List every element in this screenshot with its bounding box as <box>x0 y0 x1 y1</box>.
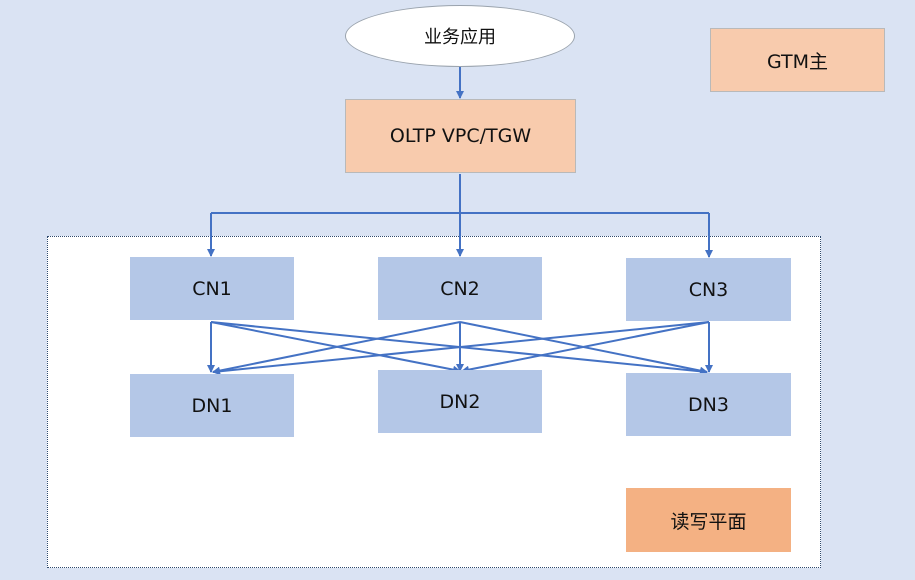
arrow-cn3-to-dn2 <box>461 321 710 374</box>
read-write-plane-label: 读写平面 <box>626 488 791 552</box>
arrow-cn3-to-dn1 <box>212 321 710 376</box>
cn2-node: CN2 <box>378 257 542 320</box>
cn1-node: CN1 <box>130 257 294 320</box>
gateway-node: OLTP VPC/TGW <box>345 99 576 173</box>
cn3-node: CN3 <box>626 258 791 321</box>
dn2-node: DN2 <box>378 370 542 433</box>
dn1-node: DN1 <box>130 374 294 437</box>
business-app-node: 业务应用 <box>345 5 575 67</box>
gtm-node: GTM主 <box>710 28 885 92</box>
dn3-node: DN3 <box>626 373 791 436</box>
arrow-cn2-to-dn1 <box>212 321 461 375</box>
